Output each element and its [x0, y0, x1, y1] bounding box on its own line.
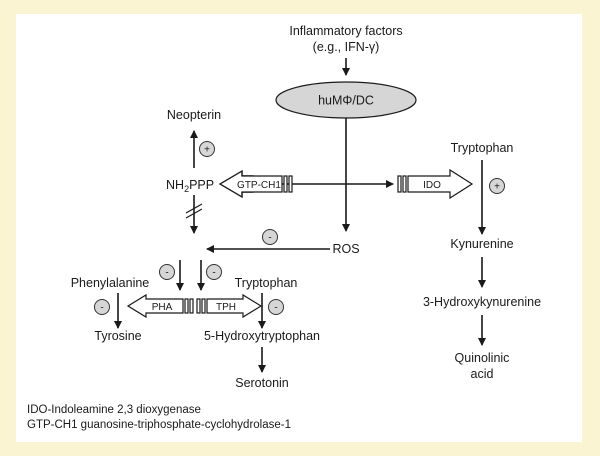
block-mark-1: [185, 203, 203, 214]
ido-label: IDO: [423, 180, 441, 191]
minus-sign-ros: [262, 229, 278, 245]
plus-sign-neopterin: [199, 141, 215, 157]
minus-sign-tph: [206, 264, 222, 280]
serotonin-label: Serotonin: [235, 376, 289, 390]
tryptophan-right-label: Tryptophan: [451, 141, 514, 155]
cell-label: huMΦ/DC: [318, 94, 374, 108]
minus-sign-phe: [94, 299, 110, 315]
diagram-panel: [16, 14, 582, 442]
gtp-ch1-tail-bar-2: [288, 175, 293, 193]
plus-sign-ido: [489, 178, 505, 194]
ido-arrow: [407, 168, 474, 200]
gtp-ch1-body: [242, 175, 283, 193]
tyrosine-label: Tyrosine: [94, 329, 141, 343]
tryptophan-left-label: Tryptophan: [235, 276, 298, 290]
inflammatory-example-label: (e.g., IFN-γ): [313, 40, 380, 54]
pha-tail-bar-2: [189, 298, 194, 314]
legend-ido: IDO-Indoleamine 2,3 dioxygenase: [27, 404, 201, 416]
pha-label: PHA: [152, 302, 173, 313]
quinolinic-label-2: acid: [471, 367, 494, 381]
phenylalanine-label: Phenylalanine: [71, 276, 150, 290]
inflammatory-factors-label: Inflammatory factors: [289, 24, 402, 38]
tph-tail-bar-1: [196, 298, 201, 314]
pha-tail-bar-1: [184, 298, 189, 314]
hydroxykynurenine-label: 3-Hydroxykynurenine: [423, 295, 541, 309]
legend-gtp-ch1: GTP-CH1 guanosine-triphosphate-cyclohydr…: [27, 419, 291, 431]
tph-arrow: [206, 293, 263, 319]
ido-tail-bar-1: [397, 175, 402, 193]
svg-text:-: -: [268, 233, 271, 244]
svg-text:+: +: [494, 182, 500, 193]
neopterin-label: Neopterin: [167, 108, 221, 122]
pha-arrow: [126, 293, 184, 319]
block-mark-2: [185, 208, 203, 219]
quinolinic-label-1: Quinolinic: [455, 351, 510, 365]
kynurenine-label: Kynurenine: [450, 237, 513, 251]
svg-text:-: -: [274, 303, 277, 314]
ido-tail-bar-2: [402, 175, 407, 193]
svg-text:-: -: [100, 303, 103, 314]
ros-label: ROS: [332, 242, 359, 256]
hydroxytryptophan-label: 5-Hydroxytryptophan: [204, 329, 320, 343]
tph-tail-bar-2: [201, 298, 206, 314]
tph-label: TPH: [216, 302, 236, 313]
svg-text:-: -: [165, 268, 168, 279]
minus-sign-pha: [159, 264, 175, 280]
minus-sign-trp: [268, 299, 284, 315]
nh2ppp-label: NH2PPP: [166, 178, 214, 194]
gtp-ch1-tail-bar-1: [283, 175, 288, 193]
gtp-ch1-text: GTP-CH1: [237, 180, 281, 191]
svg-text:-: -: [212, 268, 215, 279]
svg-text:+: +: [204, 145, 210, 156]
